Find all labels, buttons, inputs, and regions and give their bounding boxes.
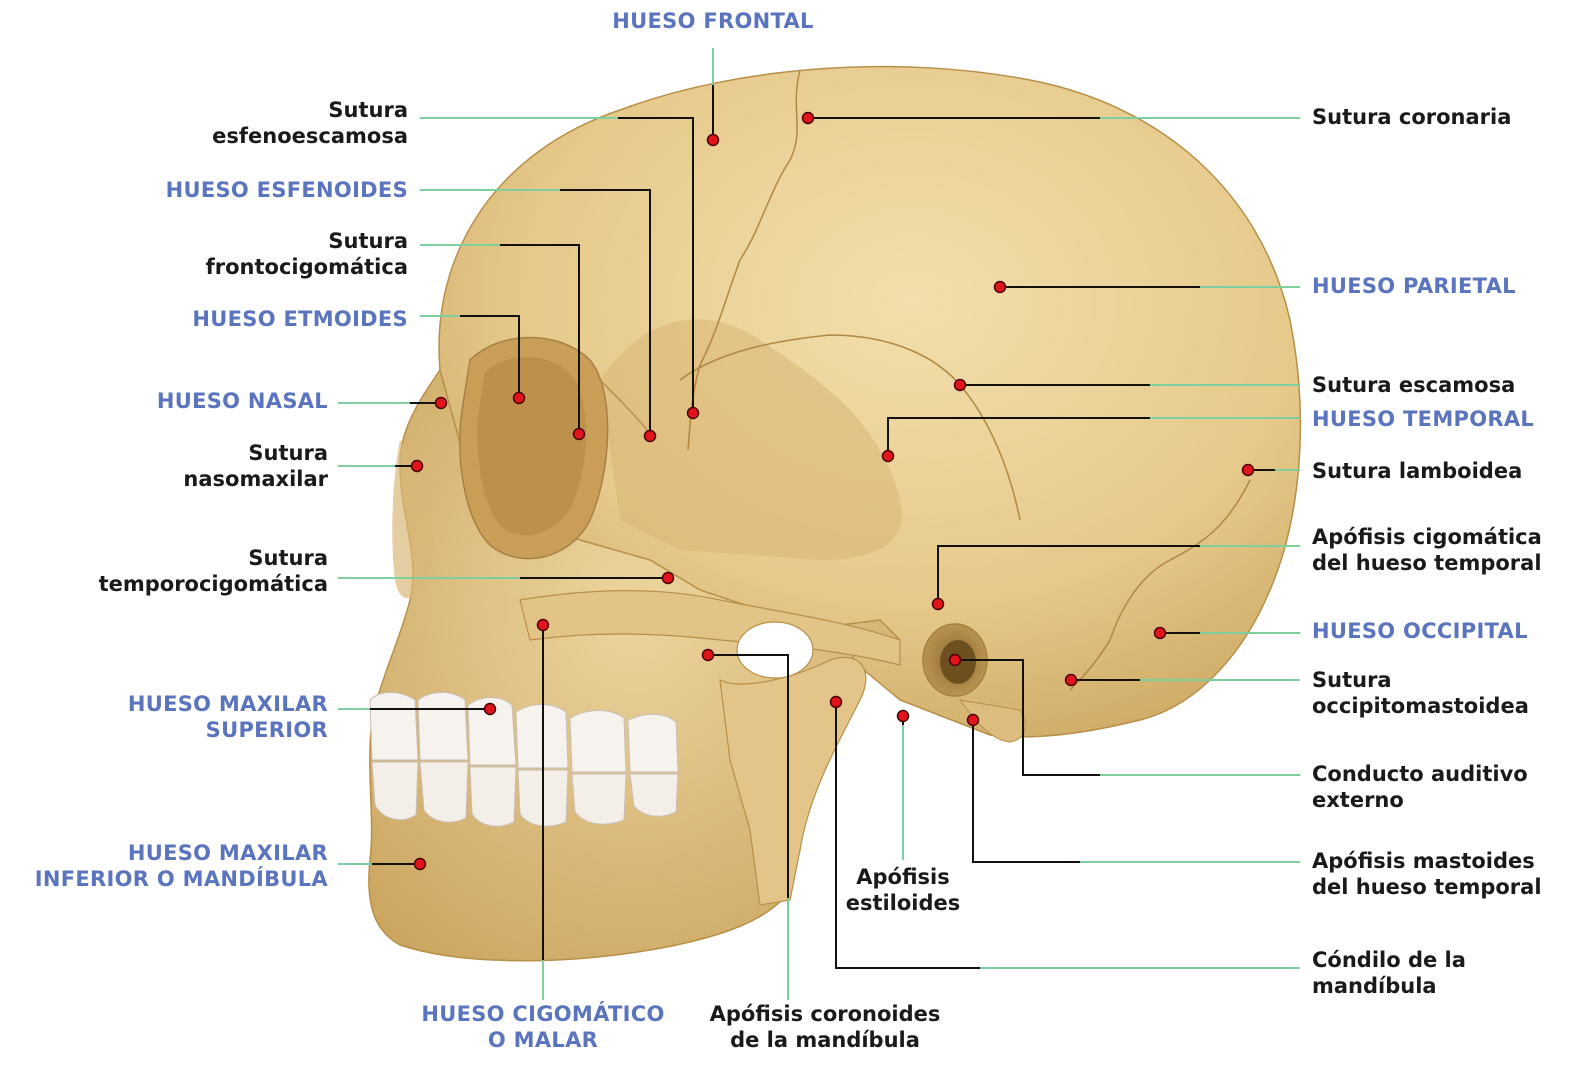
leader-condilo [836, 702, 980, 968]
label-apofisis-mastoides: Apófisis mastoides del hueso temporal [1312, 848, 1582, 900]
label-condilo-mandibula: Cóndilo de la mandíbula [1312, 947, 1582, 999]
label-sutura-escamosa: Sutura escamosa [1312, 372, 1582, 398]
marker-cigomatico [538, 620, 549, 631]
label-sutura-nasomaxilar: Sutura nasomaxilar [60, 440, 328, 492]
label-sutura-occipitomastoidea: Sutura occipitomastoidea [1312, 667, 1582, 719]
marker-maxilar-sup [485, 704, 496, 715]
marker-frontal [708, 135, 719, 146]
label-hueso-maxilar-inferior: HUESO MAXILAR INFERIOR O MANDÍBULA [0, 840, 328, 892]
label-sutura-temporocigomatica: Sutura temporocigomática [30, 545, 328, 597]
label-hueso-temporal: HUESO TEMPORAL [1312, 406, 1592, 432]
marker-esfenoides [645, 431, 656, 442]
marker-esfenoescamosa [688, 408, 699, 419]
label-apofisis-estiloides: Apófisis estiloides [840, 864, 966, 916]
marker-temporocigomatica [663, 573, 674, 584]
label-hueso-occipital: HUESO OCCIPITAL [1312, 618, 1582, 644]
label-sutura-frontocigomatica: Sutura frontocigomática [150, 228, 408, 280]
marker-estiloides [898, 711, 909, 722]
label-hueso-maxilar-superior: HUESO MAXILAR SUPERIOR [30, 691, 328, 743]
label-sutura-esfenoescamosa: Sutura esfenoescamosa [150, 97, 408, 149]
marker-coronaria [803, 113, 814, 124]
label-hueso-frontal: HUESO FRONTAL [603, 8, 823, 34]
label-sutura-coronaria: Sutura coronaria [1312, 104, 1582, 130]
marker-frontocigomatica [574, 429, 585, 440]
marker-nasomaxilar [412, 461, 423, 472]
marker-apofisis-cigomatica [933, 599, 944, 610]
marker-maxilar-inf [415, 859, 426, 870]
marker-escamosa [955, 380, 966, 391]
sigmoid-notch [737, 622, 813, 678]
label-apofisis-cigomatica: Apófisis cigomática del hueso temporal [1312, 524, 1582, 576]
label-hueso-cigomatico: HUESO CIGOMÁTICO O MALAR [393, 1001, 693, 1053]
label-sutura-lamboidea: Sutura lamboidea [1312, 458, 1582, 484]
marker-occipital [1155, 628, 1166, 639]
marker-lamboidea [1243, 465, 1254, 476]
label-hueso-etmoides: HUESO ETMOIDES [110, 306, 408, 332]
marker-mastoides [968, 715, 979, 726]
marker-temporal [883, 451, 894, 462]
marker-etmoides [514, 393, 525, 404]
label-hueso-esfenoides: HUESO ESFENOIDES [110, 177, 408, 203]
label-apofisis-coronoides: Apófisis coronoides de la mandíbula [695, 1001, 955, 1053]
leader-mastoides [973, 720, 1080, 862]
label-hueso-parietal: HUESO PARIETAL [1312, 273, 1582, 299]
label-hueso-nasal: HUESO NASAL [60, 388, 328, 414]
marker-parietal [995, 282, 1006, 293]
marker-condilo [831, 697, 842, 708]
marker-conducto [950, 655, 961, 666]
marker-occipitomastoidea [1066, 675, 1077, 686]
marker-nasal [436, 398, 447, 409]
label-conducto-auditivo: Conducto auditivo externo [1312, 761, 1582, 813]
marker-coronoides [703, 650, 714, 661]
orbit-inner [477, 357, 586, 535]
